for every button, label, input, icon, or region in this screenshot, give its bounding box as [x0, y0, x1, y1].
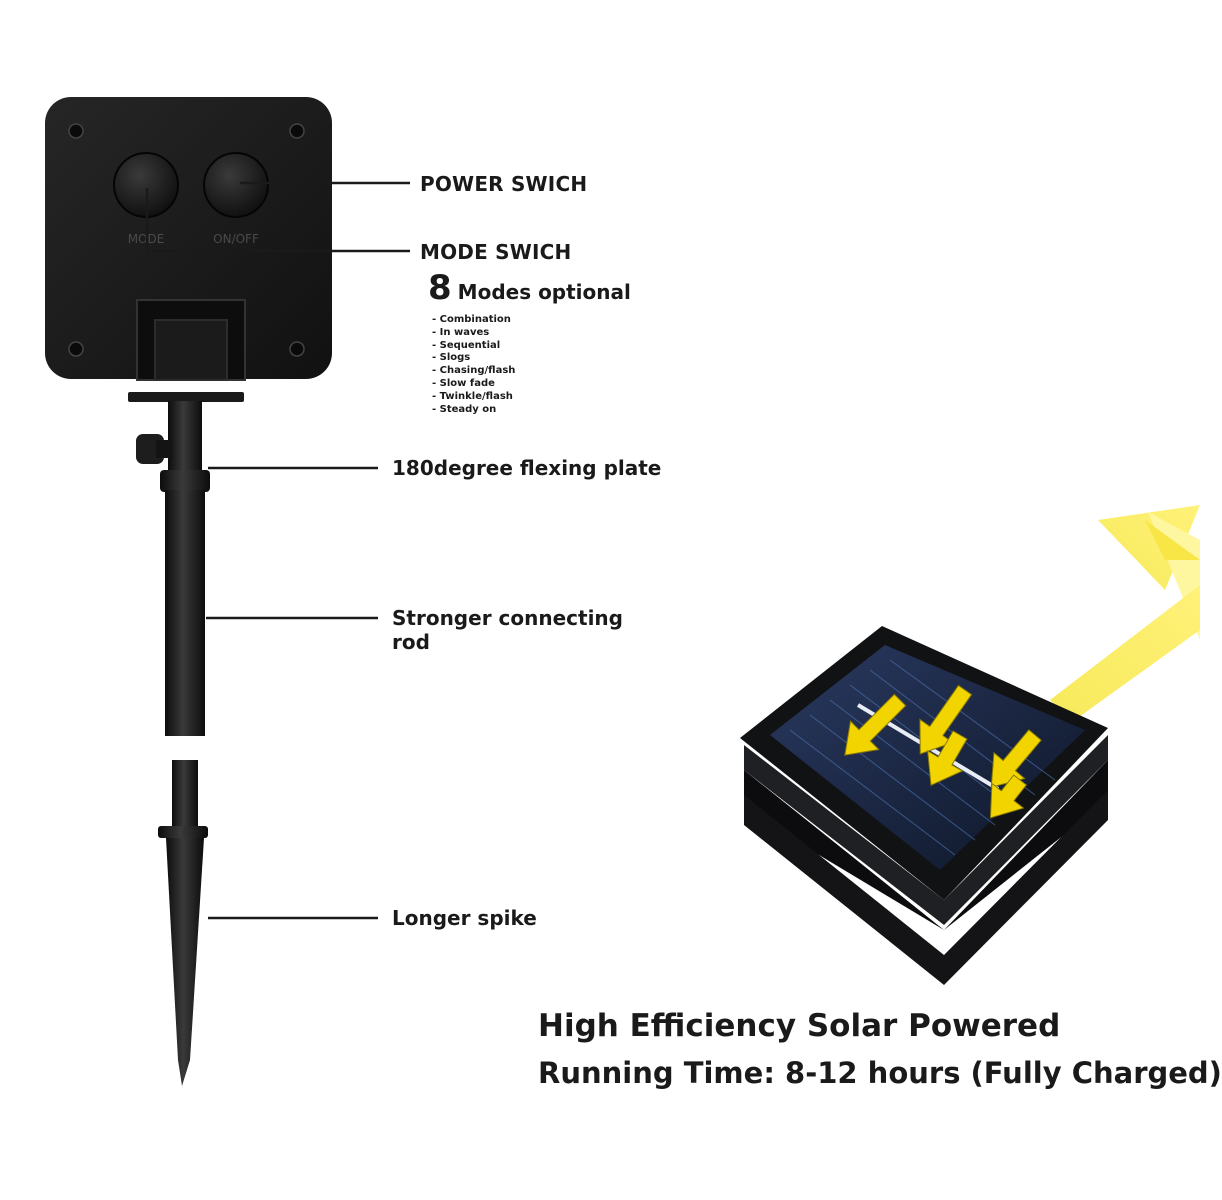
sun-rays-icon: [1050, 505, 1200, 722]
modes-optional-text: Modes optional: [457, 280, 631, 304]
flexing-plate-label: 180degree flexing plate: [392, 456, 662, 480]
arrow-icon: [990, 729, 1042, 788]
connecting-rod: [160, 470, 210, 736]
screw-icon: [289, 123, 305, 139]
mode-list: Combination In waves Sequential Slogs Ch…: [432, 314, 516, 417]
mode-item: Sequential: [432, 340, 515, 353]
arrow-icon: [919, 684, 973, 755]
mode-item: Slogs: [432, 352, 515, 365]
mode-item: In waves: [432, 327, 515, 340]
arrow-icon: [989, 774, 1028, 819]
leader-lines: [145, 181, 410, 920]
flexing-plate: [128, 392, 244, 471]
arrow-icon: [844, 693, 907, 756]
connecting-rod-label-line1: Stronger connecting: [392, 606, 623, 630]
screw-icon: [68, 341, 84, 357]
running-time: Running Time: 8-12 hours (Fully Charged): [538, 1056, 1222, 1090]
screw-icon: [68, 123, 84, 139]
modes-count: 8: [428, 268, 452, 308]
mode-item: Combination: [432, 314, 515, 327]
control-box: MODE ON/OFF: [45, 97, 332, 381]
solar-panel: [740, 626, 1108, 985]
headline: High Efficiency Solar Powered: [538, 1008, 1061, 1044]
screw-icon: [289, 341, 305, 357]
connecting-rod-label-line2: rod: [392, 630, 430, 654]
connecting-rod-label: Stronger connecting rod: [392, 606, 623, 654]
power-button[interactable]: [203, 152, 269, 218]
power-switch-label: POWER SWICH: [420, 172, 588, 196]
spike: [158, 760, 208, 1086]
mode-item: Steady on: [432, 404, 515, 417]
mode-item: Twinkle/flash: [432, 391, 515, 404]
mode-leader-line: [145, 188, 410, 253]
mode-item: Slow fade: [432, 378, 515, 391]
longer-spike-label: Longer spike: [392, 906, 537, 930]
mode-switch-label: MODE SWICH: [420, 240, 572, 264]
onoff-button-label: ON/OFF: [213, 232, 259, 246]
arrow-icon: [927, 730, 968, 786]
mode-item: Chasing/flash: [432, 365, 516, 378]
sunlight-arrows: [844, 684, 1042, 819]
